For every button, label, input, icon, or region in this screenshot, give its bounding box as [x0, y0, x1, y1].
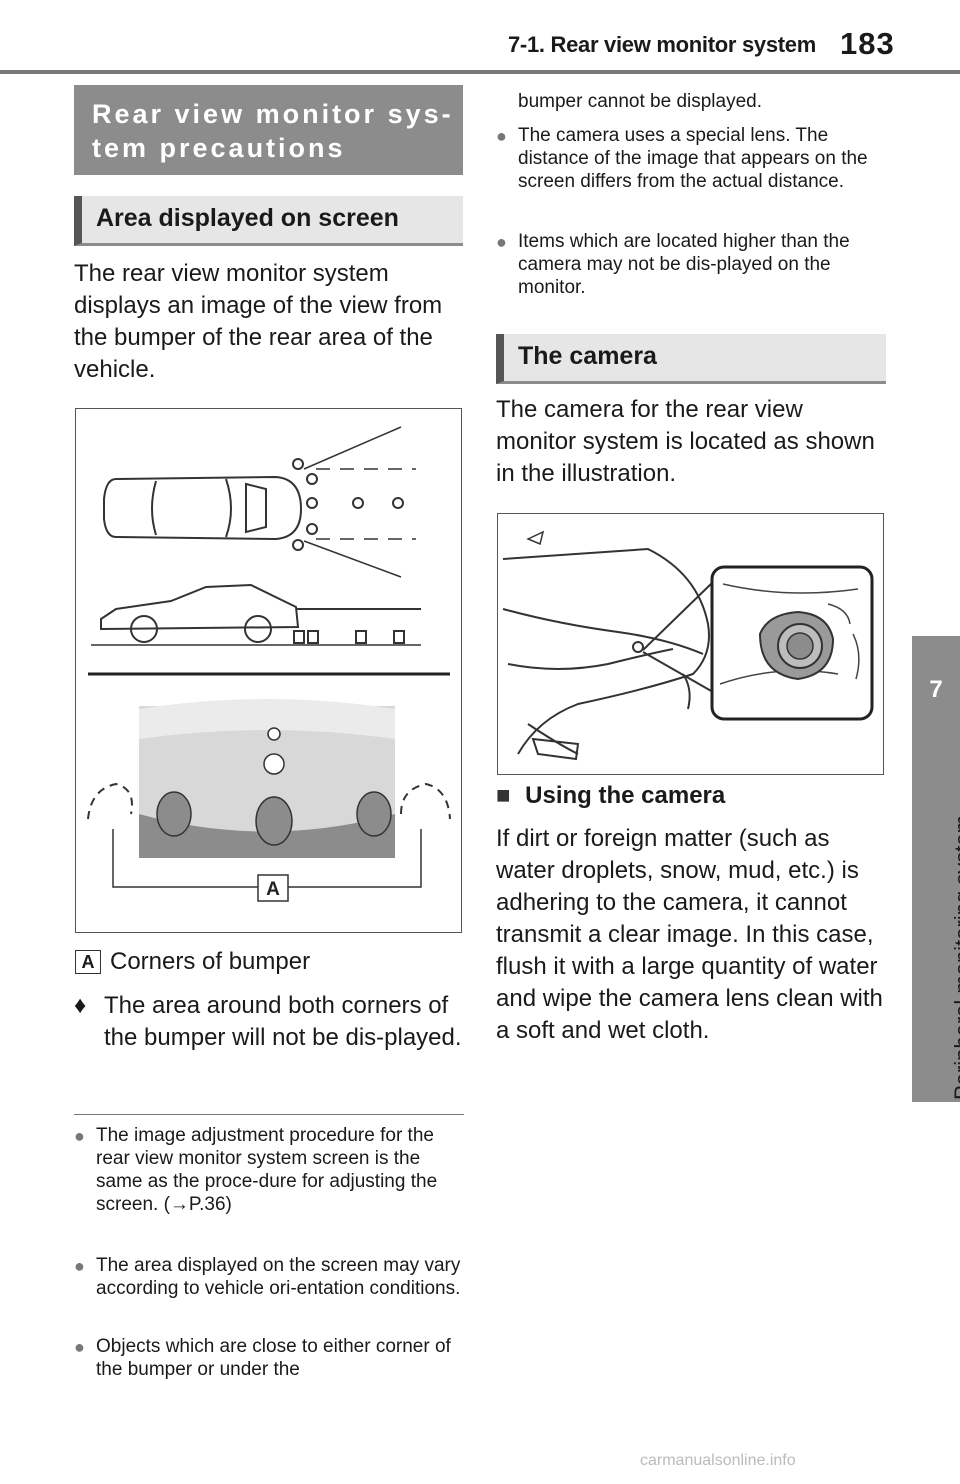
- camera-lens-inner: [786, 632, 814, 660]
- section-banner-line2: tem precautions: [92, 133, 346, 163]
- caption-text: Corners of bumper: [110, 948, 311, 975]
- chapter-title: Peripheral monitoring system: [950, 815, 960, 1100]
- note-item: ● The image adjustment procedure for the…: [74, 1124, 464, 1216]
- area-intro: The rear view monitor system displays an…: [74, 260, 443, 383]
- section-banner: Rear view monitor sys- tem precautions: [74, 85, 463, 175]
- camera-heading: The camera: [496, 334, 886, 384]
- camera-diagram-svg: [502, 530, 874, 761]
- camera-diagram: [497, 513, 884, 775]
- note-text: The area displayed on the screen may var…: [96, 1255, 461, 1299]
- note-item: ● The camera uses a special lens. The di…: [496, 124, 886, 193]
- note-item: ● The area displayed on the screen may v…: [74, 1254, 464, 1300]
- note-bullet: ●: [496, 126, 507, 146]
- ground-markers: [293, 630, 405, 644]
- chapter-tab: [912, 636, 960, 1102]
- note-text: The camera uses a special lens. The dist…: [518, 125, 868, 192]
- view-lines: [303, 426, 416, 578]
- vehicle-rear-outline: [502, 547, 710, 761]
- note-continuation: bumper cannot be displayed.: [496, 90, 886, 113]
- car-side-view: [100, 583, 421, 643]
- subheading-text: Using the camera: [525, 782, 726, 809]
- bumper-bullet: ♦ The area around both corners of the bu…: [74, 990, 464, 1054]
- using-camera-subheading: ■ Using the camera: [496, 782, 725, 810]
- chapter-title-vertical: Peripheral monitoring system: [912, 815, 960, 1440]
- area-diagram-svg: A: [87, 426, 451, 902]
- note-text: The image adjustment procedure for the r…: [96, 1125, 438, 1215]
- bumper-bullet-text: The area around both corners of the bump…: [104, 992, 462, 1051]
- car-top-view: [103, 475, 303, 541]
- note-item: ● Objects which are close to either corn…: [74, 1335, 464, 1381]
- caption-label: A: [75, 950, 101, 974]
- using-camera-body: If dirt or foreign matter (such as water…: [496, 825, 883, 1044]
- note-text: Items which are located higher than the …: [518, 231, 850, 298]
- camera-location-marker: [632, 641, 644, 653]
- camera-intro: The camera for the rear view monitor sys…: [496, 396, 875, 487]
- note-continuation-text: bumper cannot be displayed.: [518, 91, 762, 112]
- chapter-number: 7: [929, 676, 943, 703]
- sensor-markers: [292, 458, 404, 551]
- section-banner-line1: Rear view monitor sys-: [92, 99, 454, 129]
- area-heading: Area displayed on screen: [74, 196, 463, 246]
- area-diagram: A: [75, 408, 462, 933]
- caption-label-box: A: [75, 950, 101, 974]
- note-bullet: ●: [74, 1337, 85, 1357]
- screen-objects: [156, 727, 392, 846]
- note-bullet: ●: [496, 232, 507, 252]
- notes-rule: [74, 1114, 464, 1115]
- subheading-marker: ■: [496, 782, 511, 809]
- header-rule: [0, 70, 960, 74]
- note-bullet: ●: [74, 1126, 85, 1146]
- bumper-corner-markers: [87, 782, 451, 820]
- watermark: carmanualsonline.info: [640, 1452, 796, 1469]
- bullet-marker: ♦: [74, 992, 87, 1019]
- note-item: ● Items which are located higher than th…: [496, 230, 886, 299]
- note-bullet: ●: [74, 1256, 85, 1276]
- callout-label-box: [257, 874, 289, 902]
- callout-label: A: [266, 879, 280, 900]
- running-header-title: 7-1. Rear view monitor system: [508, 32, 816, 57]
- page-number: 183: [840, 26, 895, 61]
- note-text: Objects which are close to either corner…: [96, 1336, 451, 1380]
